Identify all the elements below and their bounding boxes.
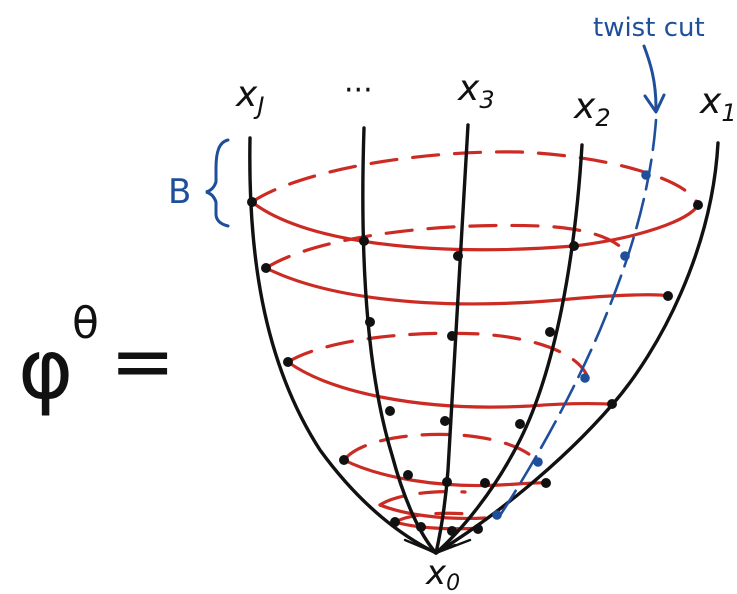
vertex-dot-9 [545,327,555,337]
ring-back-5 [378,490,467,507]
ring-front-1 [250,200,700,252]
twist-cut-label: twist cut [593,13,705,43]
strand-label-x2: x2 [573,86,611,132]
vertex-dot-11 [283,357,293,367]
vertex-dot-22 [416,522,426,532]
vertex-dot-18 [442,477,452,487]
vertex-dot-5 [693,200,703,210]
ring-back-2 [264,223,630,270]
strand-label-x3: x3 [457,68,495,114]
strand-fan-4 [434,538,472,555]
vertex-dot-12 [385,406,395,416]
twist-cut-point-3 [580,373,590,383]
ring-curves [250,150,700,531]
ring-back-6 [393,511,470,524]
vertex-dot-8 [447,331,457,341]
vertex-dot-24 [473,524,483,534]
vertex-dot-14 [515,419,525,429]
vertex-dot-16 [339,455,349,465]
vertex-dot-3 [453,251,463,261]
lhs-superscript: θ [72,298,99,349]
strand-label-x1: x1 [699,81,737,127]
twist-cut-line [492,118,658,522]
vertex-dot-4 [569,241,579,251]
strand-label-xJ: xJ [235,74,264,120]
twist-cut-point-1 [641,170,651,180]
strand-4 [361,126,438,555]
twist-cut-point-4 [533,457,543,467]
strand-label-ellipsis: ··· [344,73,373,108]
strand-xJ [248,136,438,555]
equals-sign: = [110,317,175,407]
ring-back-3 [286,331,590,380]
twist-cut-point-5 [492,510,502,520]
ring-front-5 [378,503,487,521]
twist-cut-curve [495,118,658,522]
strand-fan-2 [416,542,438,555]
vertex-dot-6 [261,263,271,273]
ring-front-3 [286,360,614,409]
vertex-dot-19 [480,478,490,488]
ring-back-1 [250,150,700,207]
vertex-dot-15 [607,399,617,409]
vertex-dot-20 [541,478,551,488]
strand-curves [248,123,720,555]
vertex-dot-13 [440,416,450,426]
vertex-dot-2 [359,236,369,246]
twist-cut-point-2 [620,251,630,261]
vertex-dot-23 [447,526,457,536]
vertex-dots [247,197,703,536]
twist-cut-arrowhead [643,93,666,114]
vertex-dot-10 [663,291,673,301]
strand-x3 [434,123,470,555]
ring-back-4 [342,432,540,465]
lhs-symbol: φ [18,320,73,418]
apex-label-x0: x0 [425,553,460,594]
twist-cut-arrow [642,44,658,110]
boundary-label: B [168,172,191,212]
boundary-bracket [205,138,230,228]
vertex-dot-7 [365,317,375,327]
vertex-dot-1 [247,197,257,207]
ring-front-2 [264,266,670,306]
strand-x2 [434,143,584,555]
vertex-dot-21 [390,517,400,527]
vertex-dot-17 [403,470,413,480]
